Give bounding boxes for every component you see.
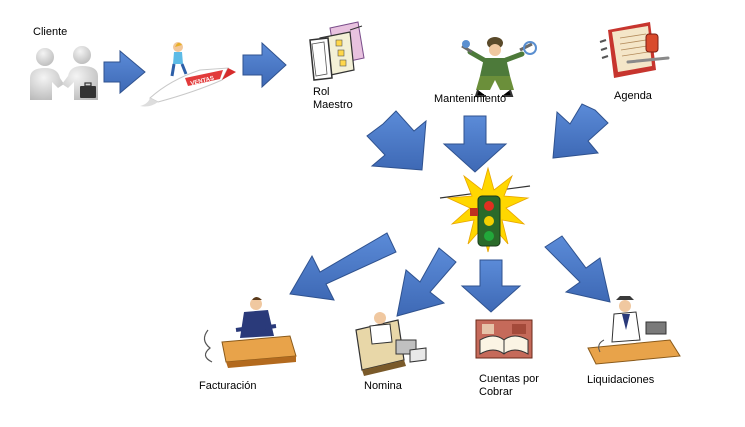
cuentas-icon bbox=[475, 319, 533, 359]
arrow-ventas-to-rol bbox=[242, 41, 287, 89]
nomina-icon bbox=[355, 312, 427, 376]
label-rol-maestro-line2: Maestro bbox=[313, 99, 353, 111]
arrow-center-to-facturacion bbox=[289, 232, 397, 301]
label-agenda: Agenda bbox=[614, 90, 652, 102]
liquidaciones-icon bbox=[587, 296, 681, 365]
rocket-label: VENTAS bbox=[190, 76, 215, 88]
rol-maestro-icon bbox=[309, 21, 365, 81]
handshake-icon bbox=[30, 46, 98, 100]
label-mantenimiento: Mantenimiento bbox=[434, 93, 507, 105]
traffic-light-icon bbox=[439, 166, 531, 253]
arrow-rol-to-center bbox=[366, 110, 427, 171]
facturacion-icon bbox=[203, 297, 297, 368]
arrow-center-to-nomina bbox=[396, 247, 457, 317]
label-liquidaciones: Liquidaciones bbox=[587, 374, 655, 386]
label-cliente: Cliente bbox=[33, 26, 68, 38]
rocket-icon: VENTAS bbox=[140, 42, 236, 107]
label-rol-maestro-line1: Rol bbox=[313, 86, 330, 98]
arrow-center-to-cuentas bbox=[460, 259, 522, 313]
label-nomina: Nomina bbox=[364, 380, 402, 392]
mechanic-icon bbox=[461, 37, 537, 97]
label-cuentas-line2: Cobrar bbox=[479, 386, 513, 398]
label-facturacion: Facturación bbox=[199, 380, 257, 392]
arrow-cliente-to-ventas bbox=[103, 49, 146, 95]
agenda-icon bbox=[599, 22, 670, 78]
arrow-agenda-to-center bbox=[552, 103, 609, 159]
arrow-mant-to-center bbox=[442, 115, 508, 173]
arrow-center-to-liquidaciones bbox=[544, 235, 611, 303]
label-cuentas-line1: Cuentas por bbox=[479, 373, 539, 385]
